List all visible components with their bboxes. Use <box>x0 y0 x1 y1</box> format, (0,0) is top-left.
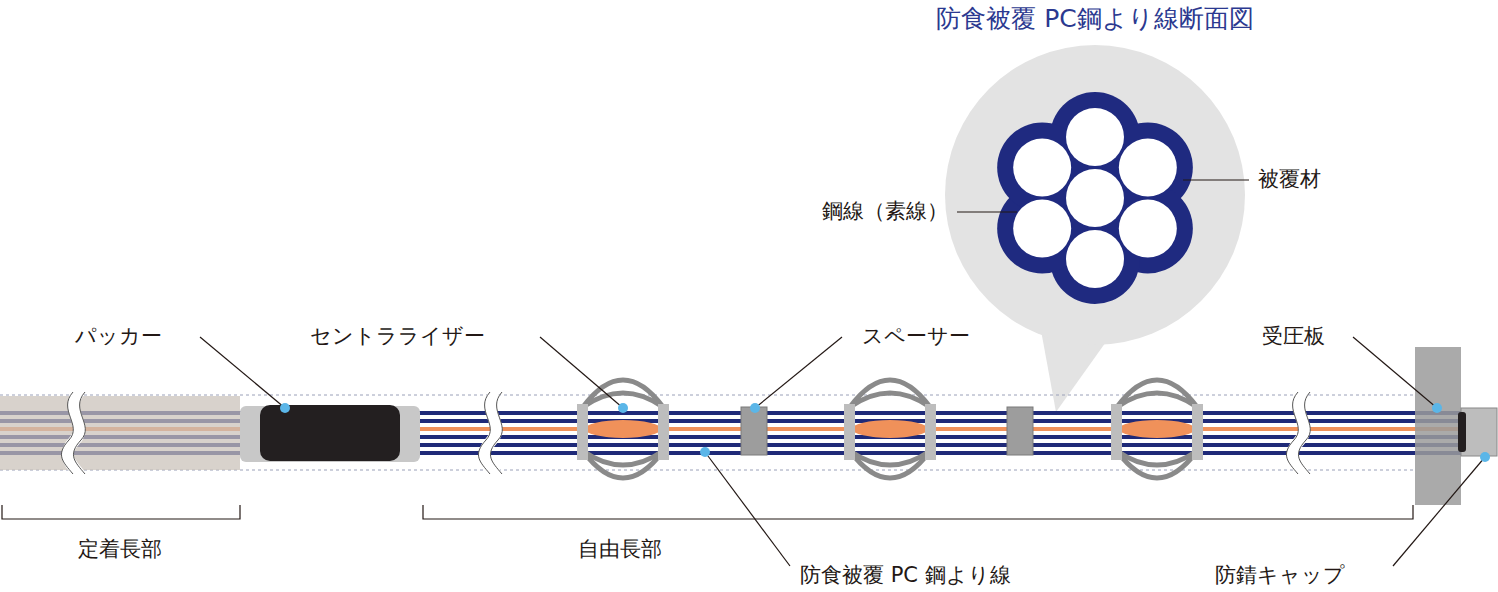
bearing-plate <box>1415 347 1461 505</box>
callout-circle: 防食被覆 PC鋼より線断面図 <box>945 0 1245 350</box>
part-label: スペーサー <box>862 324 970 349</box>
part-label: 受圧板 <box>1262 324 1325 349</box>
packer <box>260 405 400 461</box>
part-label: パッカー <box>75 324 162 349</box>
section-label: 自由長部 <box>578 537 662 562</box>
length-bracket <box>423 505 1413 519</box>
leader-dots <box>280 403 1490 462</box>
length-bracket <box>2 505 240 519</box>
section-title: 防食被覆 PC鋼より線断面図 <box>936 2 1253 35</box>
break-marks <box>61 392 1310 474</box>
part-label: 防錆キャップ <box>1215 563 1345 588</box>
anchorage-grout <box>0 396 240 470</box>
spacer <box>1007 407 1033 455</box>
leader-lines <box>200 337 1485 566</box>
centralizers <box>577 380 1203 478</box>
part-label: 鋼線（素線） <box>822 199 948 224</box>
spacer <box>741 407 767 455</box>
part-label: セントラライザー <box>310 324 485 349</box>
part-label: 被覆材 <box>1258 167 1321 192</box>
part-label: 防食被覆 PC 鋼より線 <box>800 563 1011 588</box>
guide-line <box>0 395 1415 396</box>
rust-cap <box>1461 408 1497 456</box>
sheath-tube <box>240 406 420 462</box>
cross-section <box>945 0 1245 350</box>
anchor-head <box>1458 412 1466 452</box>
section-label: 定着長部 <box>78 537 162 562</box>
